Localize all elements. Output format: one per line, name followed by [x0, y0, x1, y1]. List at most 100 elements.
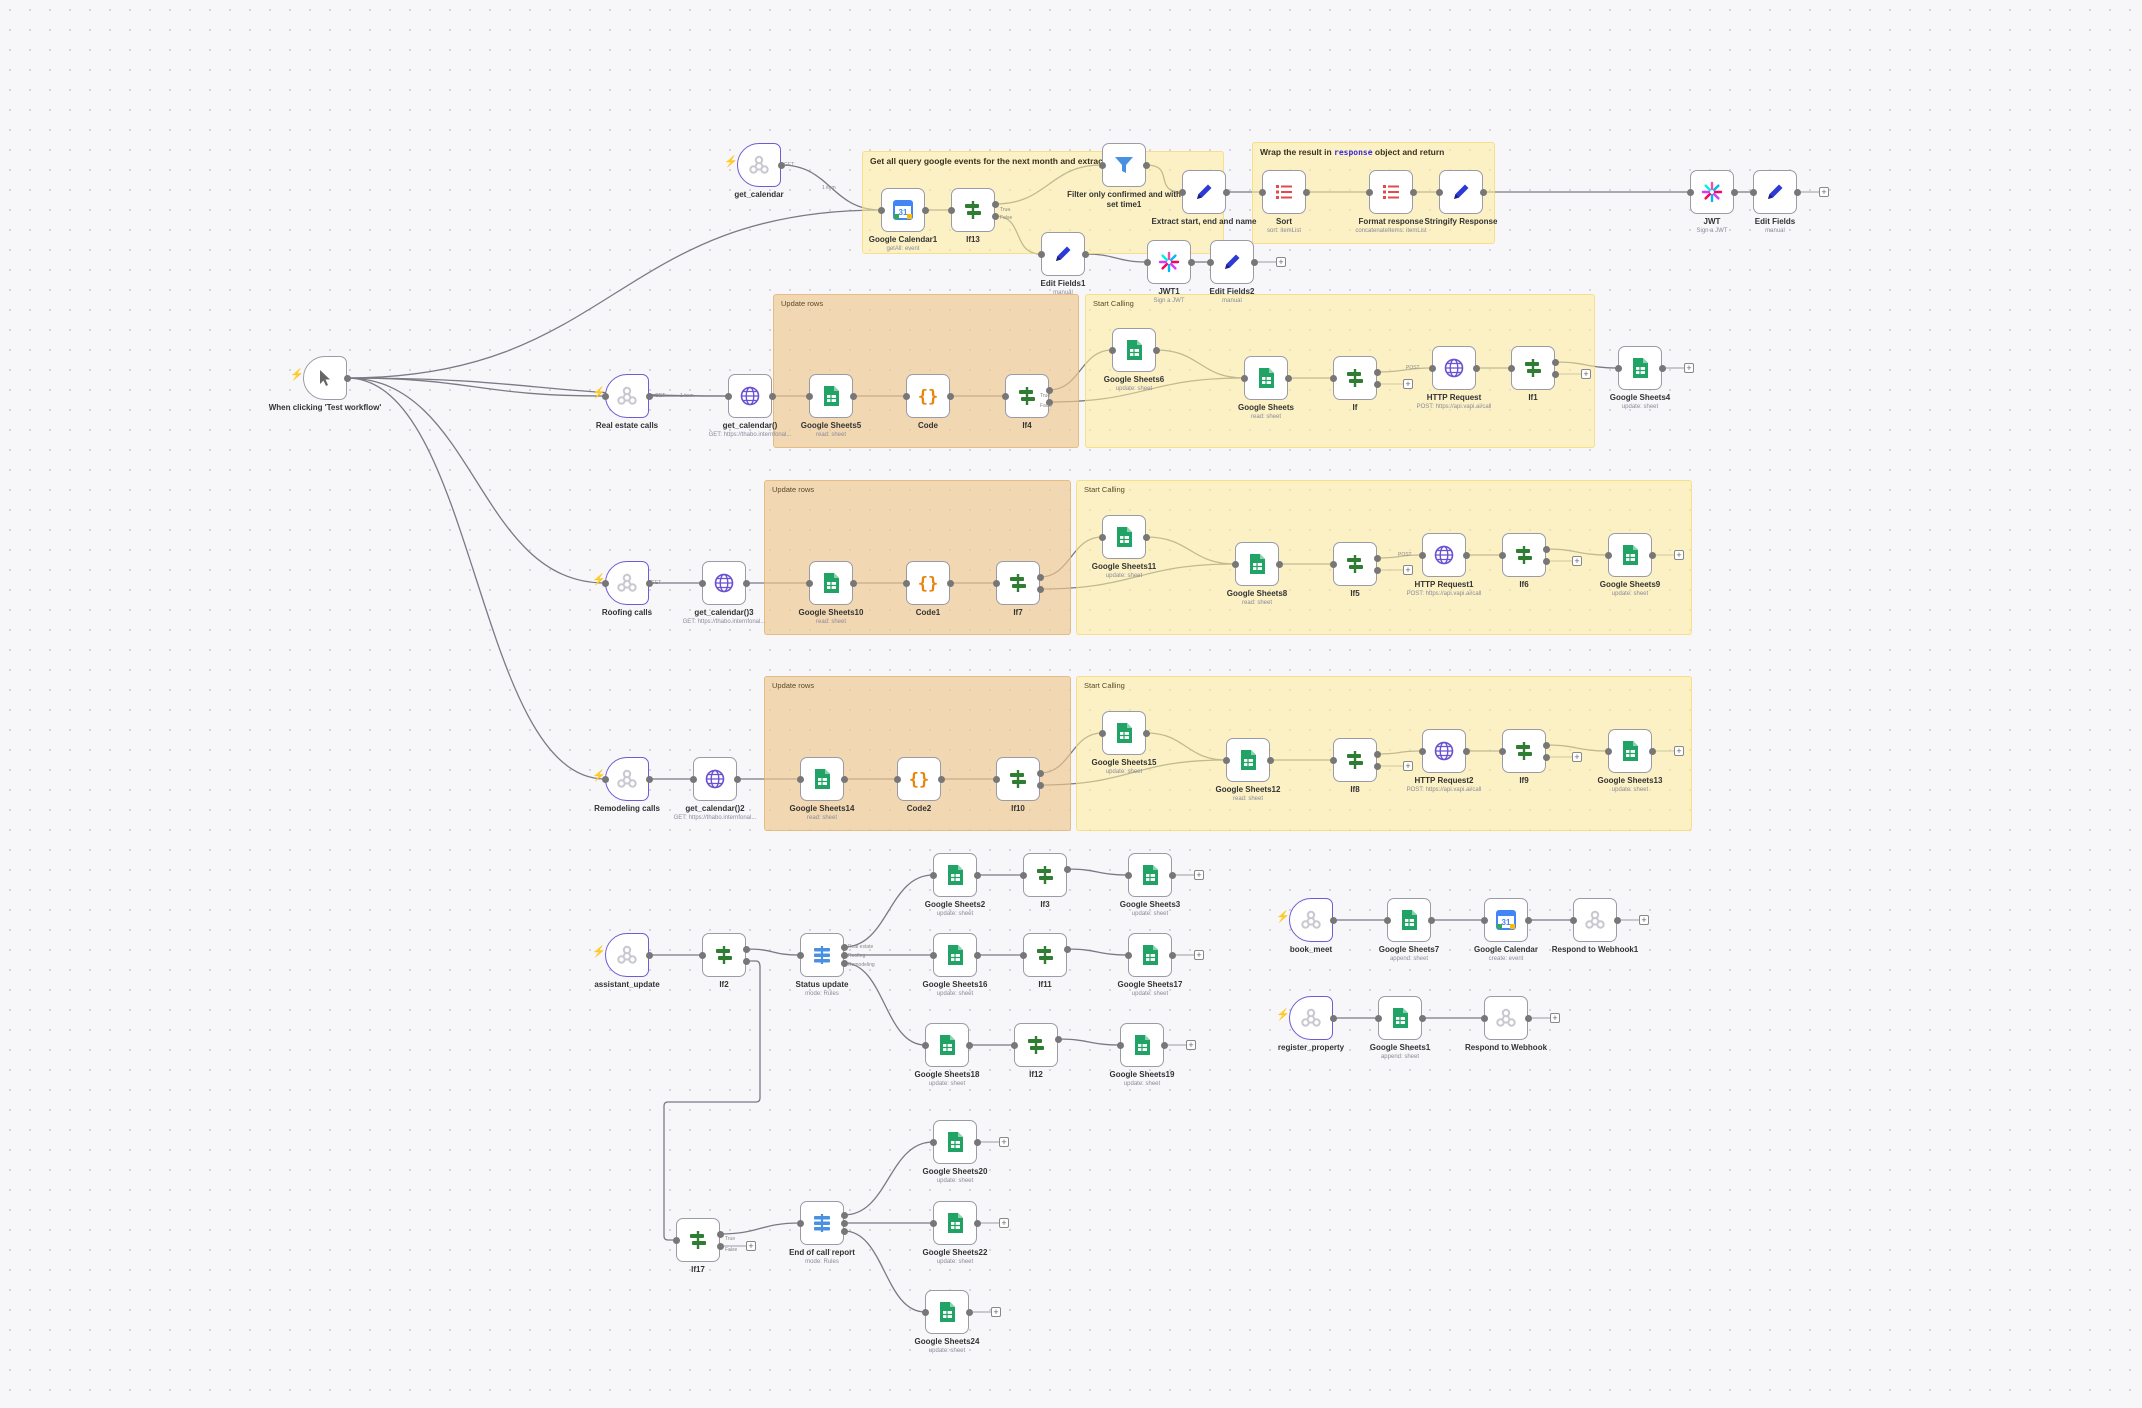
connection-port[interactable] — [929, 871, 937, 879]
add-node-button[interactable]: + — [1674, 550, 1684, 560]
node-book-meet[interactable] — [1289, 898, 1333, 942]
node-assistant-update[interactable] — [605, 933, 649, 977]
node-status-update[interactable] — [800, 933, 844, 977]
connection-port[interactable] — [777, 161, 785, 169]
connection-port[interactable] — [1329, 560, 1337, 568]
connection-port[interactable] — [902, 579, 910, 587]
connection-port[interactable] — [1648, 551, 1656, 559]
connection-port[interactable] — [1063, 865, 1071, 873]
node-if7[interactable] — [996, 561, 1040, 605]
node-if17[interactable] — [676, 1218, 720, 1262]
connection-port[interactable] — [1258, 188, 1266, 196]
connection-port[interactable] — [893, 775, 901, 783]
connection-port[interactable] — [645, 392, 653, 400]
connection-port[interactable] — [645, 951, 653, 959]
node-stringify[interactable] — [1439, 170, 1483, 214]
node-gs20[interactable] — [933, 1120, 977, 1164]
node-gs19[interactable] — [1120, 1023, 1164, 1067]
connection-port[interactable] — [1524, 1014, 1532, 1022]
node-manual-trigger[interactable] — [303, 356, 347, 400]
node-gs1[interactable] — [1378, 996, 1422, 1040]
connection-port[interactable] — [937, 775, 945, 783]
node-gs15[interactable] — [1102, 711, 1146, 755]
connection-port[interactable] — [973, 951, 981, 959]
connection-port[interactable] — [1329, 916, 1337, 924]
connection-port[interactable] — [698, 951, 706, 959]
connection-port[interactable] — [1793, 188, 1801, 196]
connection-port[interactable] — [1124, 871, 1132, 879]
connection-port[interactable] — [1418, 551, 1426, 559]
node-code[interactable]: {} — [906, 374, 950, 418]
connection-port[interactable] — [1081, 250, 1089, 258]
connection-port[interactable] — [724, 392, 732, 400]
connection-port[interactable] — [1152, 346, 1160, 354]
connection-port[interactable] — [1124, 951, 1132, 959]
connection-port[interactable] — [929, 1138, 937, 1146]
connection-port[interactable] — [1373, 750, 1381, 758]
connection-port[interactable] — [1098, 533, 1106, 541]
connection-port[interactable] — [1036, 585, 1044, 593]
add-node-button[interactable]: + — [1403, 761, 1413, 771]
add-node-button[interactable]: + — [1572, 752, 1582, 762]
connection-port[interactable] — [742, 579, 750, 587]
node-sort[interactable] — [1262, 170, 1306, 214]
node-gs16[interactable] — [933, 933, 977, 977]
connection-port[interactable] — [973, 1219, 981, 1227]
connection-port[interactable] — [1373, 566, 1381, 574]
node-respond-webhook1[interactable] — [1573, 898, 1617, 942]
connection-port[interactable] — [645, 775, 653, 783]
connection-port[interactable] — [947, 206, 955, 214]
connection-edge[interactable] — [346, 377, 606, 780]
node-gs10[interactable] — [809, 561, 853, 605]
add-node-button[interactable]: + — [1550, 1013, 1560, 1023]
add-node-button[interactable]: + — [1572, 556, 1582, 566]
connection-port[interactable] — [921, 206, 929, 214]
connection-port[interactable] — [733, 775, 741, 783]
connection-port[interactable] — [1658, 364, 1666, 372]
node-respond-webhook[interactable] — [1484, 996, 1528, 1040]
connection-port[interactable] — [1551, 370, 1559, 378]
node-remodeling-calls[interactable] — [605, 757, 649, 801]
node-get-calendar-a[interactable] — [728, 374, 772, 418]
connection-port[interactable] — [1231, 560, 1239, 568]
add-node-button[interactable]: + — [1684, 363, 1694, 373]
connection-port[interactable] — [716, 1242, 724, 1250]
connection-port[interactable] — [1037, 250, 1045, 258]
connection-port[interactable] — [1250, 258, 1258, 266]
connection-port[interactable] — [840, 951, 848, 959]
add-node-button[interactable]: + — [1194, 870, 1204, 880]
connection-port[interactable] — [796, 1219, 804, 1227]
connection-port[interactable] — [1373, 380, 1381, 388]
connection-port[interactable] — [1168, 951, 1176, 959]
connection-edge[interactable] — [346, 377, 729, 397]
connection-port[interactable] — [1542, 753, 1550, 761]
connection-port[interactable] — [343, 374, 351, 382]
connection-port[interactable] — [1480, 916, 1488, 924]
connection-port[interactable] — [1686, 188, 1694, 196]
sticky-note-start-calling-2[interactable]: Start Calling — [1076, 480, 1692, 635]
connection-port[interactable] — [1428, 364, 1436, 372]
connection-port[interactable] — [1614, 364, 1622, 372]
node-if3[interactable] — [1023, 853, 1067, 897]
node-end-of-call[interactable] — [800, 1201, 844, 1245]
connection-port[interactable] — [1435, 188, 1443, 196]
connection-port[interactable] — [921, 1308, 929, 1316]
connection-port[interactable] — [849, 392, 857, 400]
connection-port[interactable] — [965, 1308, 973, 1316]
add-node-button[interactable]: + — [1186, 1040, 1196, 1050]
connection-port[interactable] — [1551, 358, 1559, 366]
connection-port[interactable] — [1206, 258, 1214, 266]
add-node-button[interactable]: + — [746, 1241, 756, 1251]
connection-edge[interactable] — [843, 1230, 926, 1313]
sticky-note-update-rows-1[interactable]: Update rows — [773, 294, 1079, 448]
connection-port[interactable] — [1098, 729, 1106, 737]
connection-port[interactable] — [1160, 1041, 1168, 1049]
connection-port[interactable] — [992, 775, 1000, 783]
node-gs12[interactable] — [1226, 738, 1270, 782]
connection-port[interactable] — [1730, 188, 1738, 196]
node-get-calendar-b[interactable] — [702, 561, 746, 605]
node-edit-fields1[interactable] — [1041, 232, 1085, 276]
connection-port[interactable] — [1409, 188, 1417, 196]
connection-port[interactable] — [1569, 916, 1577, 924]
connection-port[interactable] — [1383, 916, 1391, 924]
